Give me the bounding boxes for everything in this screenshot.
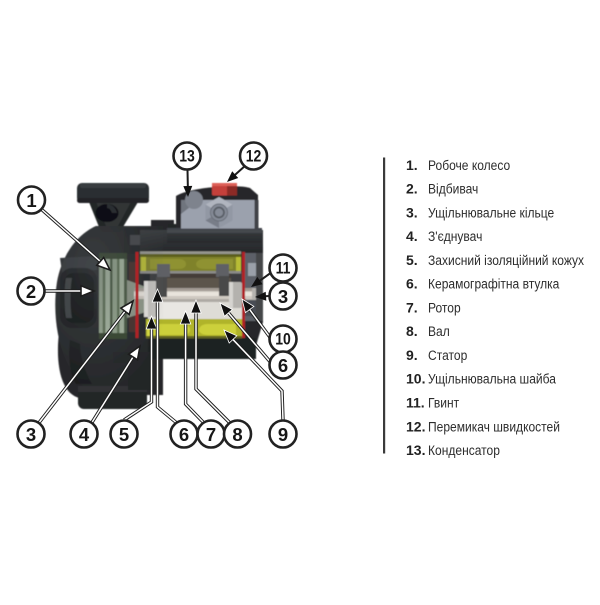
- svg-text:3: 3: [278, 286, 288, 307]
- svg-text:12: 12: [246, 147, 262, 165]
- svg-text:Відбивач: Відбивач: [428, 181, 478, 197]
- svg-text:2.: 2.: [406, 181, 418, 197]
- svg-text:10.: 10.: [406, 371, 425, 387]
- svg-text:11: 11: [276, 259, 291, 277]
- svg-text:4: 4: [79, 424, 90, 445]
- svg-text:12.: 12.: [406, 418, 425, 434]
- svg-text:Захисний ізоляційний кожух: Захисний ізоляційний кожух: [428, 252, 584, 268]
- svg-text:8: 8: [232, 424, 242, 445]
- svg-text:6: 6: [179, 424, 189, 445]
- svg-text:10: 10: [275, 330, 291, 348]
- svg-text:Ротор: Ротор: [428, 300, 461, 316]
- svg-text:9: 9: [278, 424, 288, 445]
- svg-text:13: 13: [179, 147, 195, 165]
- svg-text:Вал: Вал: [428, 323, 450, 339]
- svg-text:Перемикач швидкостей: Перемикач швидкостей: [428, 418, 560, 434]
- svg-text:6.: 6.: [406, 276, 418, 292]
- svg-text:13.: 13.: [406, 442, 425, 458]
- svg-text:Ущільнювальне кільце: Ущільнювальне кільце: [428, 204, 554, 220]
- svg-text:9.: 9.: [406, 347, 418, 363]
- svg-text:Гвинт: Гвинт: [428, 395, 459, 411]
- svg-text:6: 6: [278, 355, 288, 376]
- svg-text:Ущільнювальна шайба: Ущільнювальна шайба: [428, 371, 557, 387]
- svg-text:4.: 4.: [406, 228, 418, 244]
- svg-text:Статор: Статор: [428, 347, 467, 363]
- svg-text:3.: 3.: [406, 204, 418, 220]
- svg-text:11.: 11.: [406, 395, 425, 411]
- svg-text:7: 7: [206, 424, 216, 445]
- svg-text:5.: 5.: [406, 252, 418, 268]
- svg-text:3: 3: [26, 424, 36, 445]
- svg-text:7.: 7.: [406, 299, 418, 315]
- svg-text:1.: 1.: [406, 157, 418, 173]
- svg-text:1: 1: [26, 190, 36, 211]
- svg-text:8.: 8.: [406, 323, 418, 339]
- svg-text:Конденсатор: Конденсатор: [428, 442, 500, 458]
- svg-text:2: 2: [26, 281, 36, 302]
- svg-text:Робоче колесо: Робоче колесо: [428, 157, 510, 173]
- svg-text:Керамографітна втулка: Керамографітна втулка: [428, 276, 560, 292]
- svg-text:З'єднувач: З'єднувач: [428, 228, 482, 244]
- svg-text:5: 5: [119, 424, 129, 445]
